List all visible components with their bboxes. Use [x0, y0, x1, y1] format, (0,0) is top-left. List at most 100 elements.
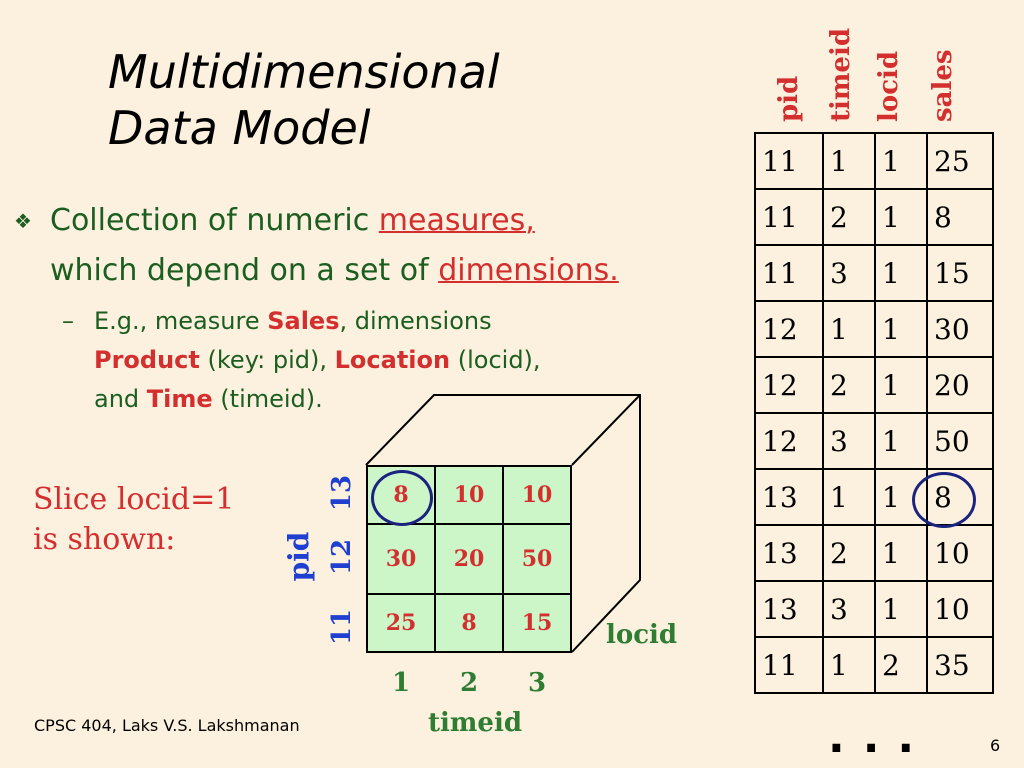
table-ellipsis: ... [828, 712, 933, 763]
cube-cell: 15 [504, 595, 572, 653]
table-cell: 2 [874, 636, 928, 694]
cube-cell: 8 [436, 595, 504, 653]
table-cell: 1 [874, 188, 928, 246]
sub-text-2: , dimensions [339, 307, 492, 335]
table-cell: 12 [754, 356, 824, 414]
table-cell: 2 [822, 356, 876, 414]
sub-text-6: (timeid). [212, 385, 323, 413]
table-cell: 50 [926, 412, 994, 470]
table-cell: 1 [874, 300, 928, 358]
cube-cell: 25 [368, 595, 436, 653]
cube-cell: 50 [504, 525, 572, 595]
table-cell: 13 [754, 580, 824, 638]
cube-cell: 30 [368, 525, 436, 595]
table-cell: 11 [754, 244, 824, 302]
table-cell: 13 [754, 468, 824, 526]
table-cell: 15 [926, 244, 994, 302]
title-line-1: Multidimensional [108, 45, 500, 99]
timeid-tick-1: 1 [392, 668, 411, 698]
header-pid: pid [774, 75, 804, 122]
footer-credit: CPSC 404, Laks V.S. Lakshmanan [34, 716, 300, 735]
locid-axis-label: locid [606, 620, 678, 650]
pid-tick-13: 13 [327, 474, 357, 512]
sub-bullet-dash: – [62, 307, 74, 335]
table-cell: 1 [874, 580, 928, 638]
bullet-diamond-icon: ❖ [14, 209, 32, 233]
slice-note-line-1: Slice locid=1 [33, 482, 235, 517]
table-cell: 10 [926, 580, 994, 638]
table-cell: 1 [822, 636, 876, 694]
header-sales: sales [928, 49, 958, 122]
cube-front-face: 8 10 10 30 20 50 25 8 15 [366, 465, 572, 653]
pid-tick-11: 11 [327, 608, 357, 646]
table-cell: 12 [754, 412, 824, 470]
table-cell: 30 [926, 300, 994, 358]
sub-text-4: (locid), [450, 346, 541, 374]
slide-title: Multidimensional Data Model [108, 44, 628, 156]
table-cell: 8 [926, 188, 994, 246]
main-bullet: ❖ Collection of numeric measures, which … [14, 196, 734, 296]
product-term: Product [94, 346, 200, 374]
pid-tick-12: 12 [327, 538, 357, 576]
table-cell: 13 [754, 524, 824, 582]
table-cell: 3 [822, 580, 876, 638]
sales-term: Sales [267, 307, 340, 335]
bullet-text-a: Collection of numeric [50, 203, 379, 238]
table-cell: 2 [822, 188, 876, 246]
measures-term: measures, [378, 203, 535, 238]
table-cell: 1 [874, 244, 928, 302]
table-cell: 2 [822, 524, 876, 582]
table-cell: 12 [754, 300, 824, 358]
slice-note-line-2: is shown: [33, 522, 176, 557]
table-cell: 1 [822, 300, 876, 358]
title-line-2: Data Model [108, 101, 371, 155]
timeid-tick-2: 2 [460, 668, 479, 698]
table-cell: 1 [874, 356, 928, 414]
page-number: 6 [990, 736, 1001, 755]
sub-text-1: E.g., measure [94, 307, 268, 335]
dimensions-term: dimensions. [438, 253, 619, 288]
cube-cell: 10 [436, 467, 504, 525]
bullet-text-b: which depend on a set of [50, 253, 439, 288]
table-cell: 1 [874, 132, 928, 190]
table-cell: 1 [874, 412, 928, 470]
table-cell: 1 [874, 524, 928, 582]
cube-highlight-circle [371, 470, 433, 526]
table-cell: 1 [822, 132, 876, 190]
pid-axis-label: pid [282, 531, 316, 582]
table-cell: 11 [754, 188, 824, 246]
sub-text-3: (key: pid), [199, 346, 335, 374]
location-term: Location [334, 346, 451, 374]
table-cell: 11 [754, 636, 824, 694]
timeid-axis-label: timeid [428, 708, 522, 738]
sub-bullet: – E.g., measure Sales, dimensions Produc… [62, 302, 662, 419]
table-cell: 11 [754, 132, 824, 190]
table-cell: 1 [822, 468, 876, 526]
cube-cell: 20 [436, 525, 504, 595]
timeid-tick-3: 3 [528, 668, 547, 698]
table-cell: 20 [926, 356, 994, 414]
table-cell: 25 [926, 132, 994, 190]
header-locid: locid [874, 50, 904, 122]
sub-text-5: and [94, 385, 147, 413]
table-highlight-circle [912, 472, 976, 528]
slice-note: Slice locid=1 is shown: [33, 480, 293, 560]
table-cell: 3 [822, 244, 876, 302]
table-cell: 3 [822, 412, 876, 470]
table-cell: 35 [926, 636, 994, 694]
cube-cell: 10 [504, 467, 572, 525]
table-cell: 10 [926, 524, 994, 582]
time-term: Time [146, 385, 213, 413]
header-timeid: timeid [826, 28, 856, 122]
